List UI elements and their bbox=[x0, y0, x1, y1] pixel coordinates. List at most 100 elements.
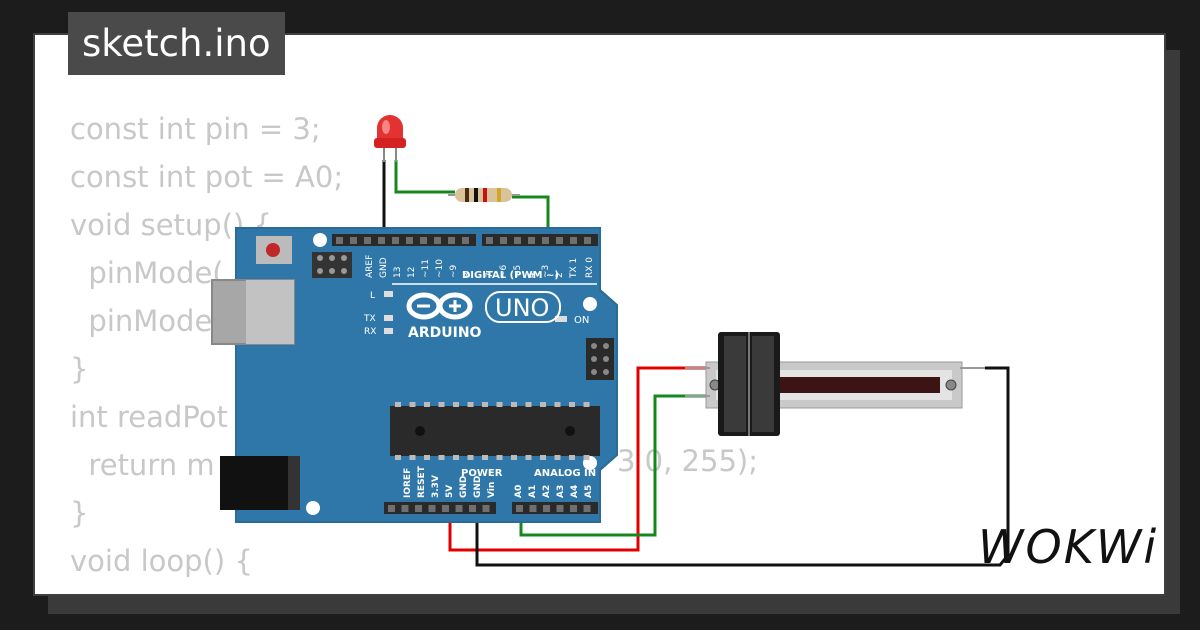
chip-pin bbox=[540, 455, 546, 460]
pin-label: A3 bbox=[556, 485, 566, 498]
a0-wire[interactable] bbox=[519, 394, 710, 537]
header-pin[interactable] bbox=[542, 237, 549, 244]
pin-label: IOREF bbox=[403, 468, 413, 498]
chip-pin bbox=[438, 402, 445, 407]
chip-pin bbox=[395, 402, 401, 407]
header-pin[interactable] bbox=[336, 237, 343, 244]
board-model: UNO bbox=[495, 294, 549, 322]
chip-pin bbox=[511, 402, 517, 407]
digital-header-right bbox=[482, 234, 598, 246]
chip-pin bbox=[424, 455, 430, 460]
header-pin[interactable] bbox=[570, 237, 577, 244]
pin-label: ~6 bbox=[499, 264, 509, 278]
tx-label: TX bbox=[363, 314, 376, 324]
slide-potentiometer[interactable] bbox=[685, 332, 985, 436]
reset-button-cap[interactable] bbox=[266, 243, 280, 257]
pin-label: GND bbox=[473, 476, 483, 498]
pin-label: ~11 bbox=[421, 259, 431, 278]
pin-label: TX 1 bbox=[569, 258, 579, 279]
header-pin[interactable] bbox=[406, 237, 413, 244]
header-pin[interactable] bbox=[514, 237, 521, 244]
code-line: } bbox=[70, 496, 89, 530]
header-pin[interactable] bbox=[420, 237, 427, 244]
header-pin[interactable] bbox=[415, 505, 422, 512]
header-pin[interactable] bbox=[378, 237, 385, 244]
header-pin[interactable] bbox=[364, 237, 371, 244]
pin-label: A2 bbox=[542, 485, 552, 498]
pin-label: 4 bbox=[527, 272, 537, 278]
power-header bbox=[384, 502, 496, 514]
pin-label: RX 0 bbox=[585, 257, 595, 278]
header-pin[interactable] bbox=[434, 237, 441, 244]
code-fragment: 3 0, 255); bbox=[617, 444, 758, 478]
header-pin[interactable] bbox=[570, 505, 577, 512]
header-pin[interactable] bbox=[350, 237, 357, 244]
chip-pin bbox=[453, 455, 459, 460]
pin-label: ~10 bbox=[435, 259, 445, 278]
pin-label: ~3 bbox=[541, 265, 551, 278]
chip-pin bbox=[467, 402, 474, 407]
resistor-to-pin3-wire[interactable] bbox=[512, 195, 550, 238]
header-pin[interactable] bbox=[500, 237, 507, 244]
header-pin[interactable] bbox=[528, 237, 535, 244]
pin-label: AREF bbox=[365, 255, 375, 278]
pin-label: Vin bbox=[487, 482, 497, 498]
header-pin[interactable] bbox=[448, 237, 455, 244]
header-pin[interactable] bbox=[392, 237, 399, 244]
rx-led bbox=[384, 328, 393, 334]
led-to-resistor-wire[interactable] bbox=[394, 160, 455, 194]
analog-label: ANALOG IN bbox=[534, 468, 596, 479]
chip-pin bbox=[583, 455, 590, 460]
header-pin[interactable] bbox=[401, 505, 409, 512]
pin-label: GND bbox=[459, 476, 469, 498]
header-pin[interactable] bbox=[486, 237, 493, 244]
pin-label: GND bbox=[379, 257, 389, 278]
code-background: const int pin = 3; const int pot = A0; v… bbox=[70, 105, 343, 585]
gnd-wire[interactable] bbox=[475, 366, 1010, 567]
tx-led bbox=[384, 315, 393, 321]
header-pin[interactable] bbox=[469, 505, 476, 512]
pin-label: RESET bbox=[417, 465, 427, 498]
pin-label: A1 bbox=[528, 485, 538, 498]
header-pin[interactable] bbox=[462, 237, 469, 244]
pin-label: ~9 bbox=[449, 264, 459, 278]
chip-pin bbox=[496, 455, 503, 460]
pin-label: A0 bbox=[514, 485, 524, 498]
red-led[interactable] bbox=[374, 115, 406, 162]
header-pin[interactable] bbox=[442, 505, 449, 512]
digital-label: DIGITAL (PWM ~) bbox=[462, 270, 559, 281]
header-pin[interactable] bbox=[455, 505, 463, 512]
header-pin[interactable] bbox=[543, 505, 550, 512]
on-led bbox=[555, 316, 567, 322]
header-pin[interactable] bbox=[482, 505, 490, 512]
header-pin[interactable] bbox=[556, 237, 563, 244]
chip-pin bbox=[540, 402, 546, 407]
l-led-label: L bbox=[370, 291, 375, 301]
header-pin[interactable] bbox=[529, 505, 537, 512]
chip-pin bbox=[395, 455, 401, 460]
l-led bbox=[384, 291, 393, 297]
pin-label: 7 bbox=[485, 272, 495, 278]
code-line: const int pot = A0; bbox=[70, 160, 344, 194]
code-line: int readPot bbox=[70, 400, 228, 434]
pin-label: 3.3V bbox=[431, 475, 441, 498]
pin-label: 12 bbox=[407, 267, 417, 278]
header-pin[interactable] bbox=[388, 505, 395, 512]
code-line: return m bbox=[70, 448, 215, 482]
mount-hole bbox=[313, 233, 327, 247]
chip-pin bbox=[409, 455, 416, 460]
wokwi-logo: WOKWi bbox=[978, 520, 1159, 574]
header-pin[interactable] bbox=[516, 505, 523, 512]
code-line: pinMode( bbox=[70, 256, 224, 290]
file-name-tab[interactable]: sketch.ino bbox=[68, 12, 285, 75]
resistor[interactable] bbox=[448, 188, 520, 202]
wires bbox=[382, 160, 1010, 567]
header-pin[interactable] bbox=[556, 505, 564, 512]
header-pin[interactable] bbox=[584, 237, 591, 244]
code-line: const int pin = 3; bbox=[70, 112, 321, 146]
5v-wire[interactable] bbox=[448, 366, 710, 552]
power-jack bbox=[220, 456, 300, 510]
header-pin[interactable] bbox=[428, 505, 436, 512]
header-pin[interactable] bbox=[583, 505, 591, 512]
